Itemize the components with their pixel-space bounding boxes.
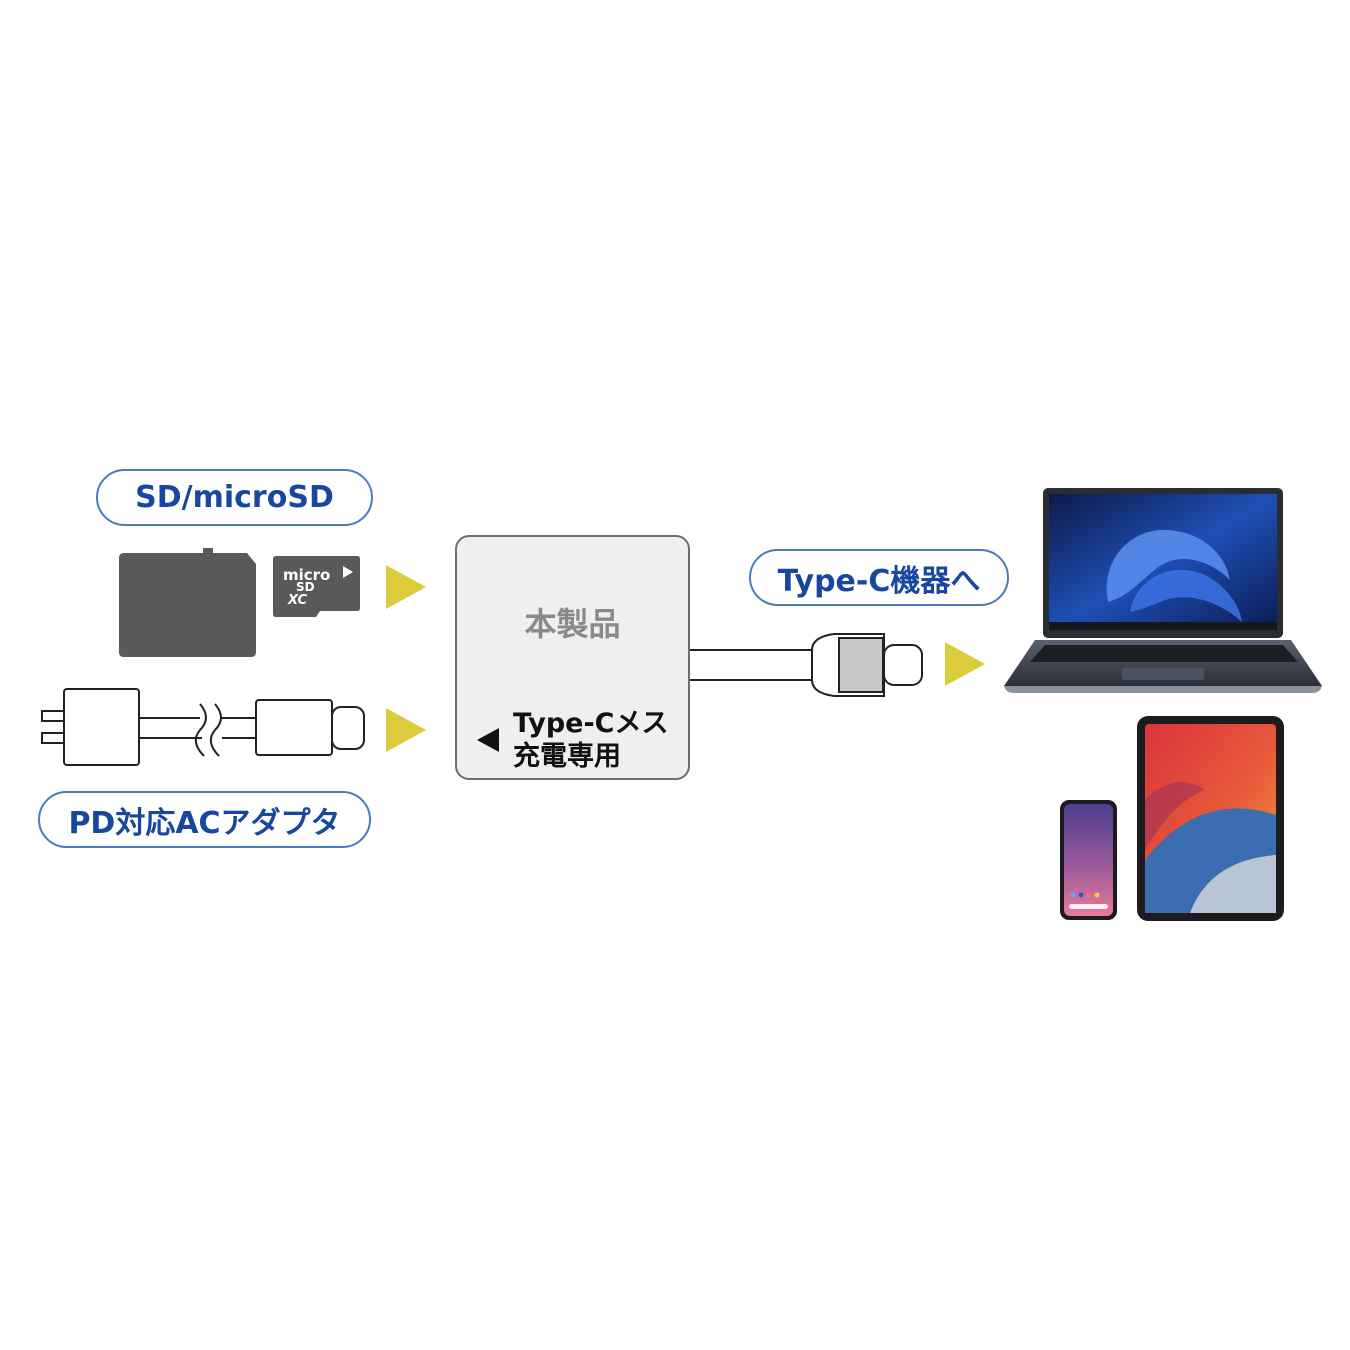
tablet-icon [1137, 716, 1284, 921]
arrow-adapter-to-hub [386, 708, 426, 752]
microsd-card-icon: micro SD XC [273, 556, 360, 617]
port-label-line1: Type-Cメス [513, 708, 669, 739]
microsd-word: micro [283, 566, 330, 584]
arrow-hub-to-device [945, 642, 985, 686]
product-title: 本製品 [524, 605, 621, 643]
pd-ac-adapter-label: PD対応ACアダプタ [38, 791, 371, 848]
typec-cable-icon [687, 633, 923, 697]
port-arrow-icon [477, 728, 499, 752]
typec-charge-port: Type-Cメス 充電専用 [477, 707, 668, 773]
ac-adapter-icon [41, 688, 365, 766]
product-hub-box: 本製品 Type-Cメス 充電専用 [455, 535, 690, 780]
arrow-sd-to-hub [386, 565, 426, 609]
phone-icon [1060, 800, 1117, 920]
port-label-line2: 充電専用 [513, 741, 621, 772]
laptop-icon [1004, 488, 1322, 693]
microsd-sd-mark: SD [296, 580, 315, 594]
microsd-xc-mark: XC [287, 593, 308, 608]
sd-card-icon [119, 548, 256, 657]
typec-device-label: Type-C機器へ [749, 549, 1009, 606]
sd-microsd-label: SD/microSD [96, 469, 373, 526]
